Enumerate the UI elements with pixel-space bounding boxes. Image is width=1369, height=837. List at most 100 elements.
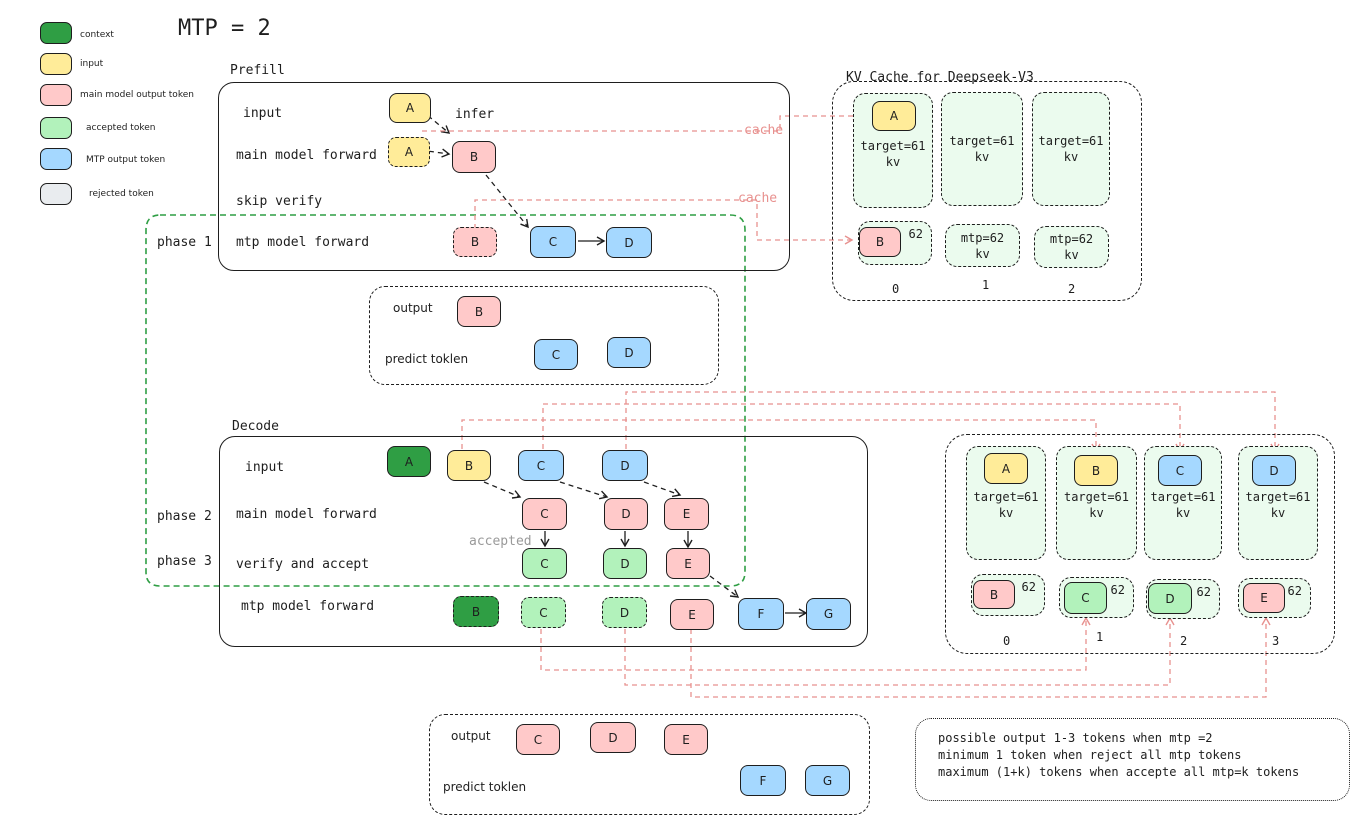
decode-output-token-c: C (516, 724, 560, 755)
legend-swatch-mtp-output (40, 148, 72, 170)
decode-mtp-input-token-c: C (521, 597, 566, 628)
decode-mtp-input-token-e: E (670, 599, 714, 630)
decode-verify-token-d: D (603, 548, 647, 579)
prefill-row-input: input (243, 106, 283, 121)
decode-predict-token-g: G (805, 765, 850, 796)
prefill-input-token-a: A (389, 93, 431, 123)
kv2-top-token-d: D (1252, 455, 1296, 486)
accepted-label: accepted (469, 534, 532, 549)
decode-row-input: input (245, 460, 285, 475)
decode-output-label: output (451, 729, 491, 743)
cache-arrow-mtp (474, 199, 854, 245)
phase-3-label: phase 3 (157, 554, 212, 569)
arrow-b-to-c (485, 174, 529, 229)
prefill-row-skip-verify: skip verify (236, 194, 323, 209)
phase-1-label: phase 1 (157, 235, 212, 250)
note-line-1: possible output 1-3 tokens when mtp =2 (938, 731, 1213, 745)
decode-mtp-token-f: F (738, 598, 784, 630)
prefill-mtp-input-token-b: B (453, 227, 497, 257)
decode-input-token-b: B (447, 450, 491, 481)
diagram-title: MTP = 2 (178, 16, 271, 41)
prefill-predict-token-d: D (607, 337, 651, 368)
cache-arrow-b (461, 419, 1101, 453)
decode-verify-token-e: E (666, 548, 710, 579)
decode-arrow-d-e (643, 481, 682, 498)
prefill-panel (218, 82, 790, 271)
prefill-output-label: output (393, 301, 433, 315)
decode-row-mtp-forward: mtp model forward (241, 599, 375, 614)
kv2-index-3: 3 (1272, 634, 1280, 648)
decode-row-main-forward: main model forward (236, 507, 377, 522)
prefill-main-input-token-a: A (388, 137, 430, 167)
decode-output-token-d: D (590, 722, 636, 753)
kv2-index-1: 1 (1096, 630, 1104, 644)
decode-output-token-e: E (664, 724, 708, 755)
kv2-index-2: 2 (1180, 634, 1188, 648)
legend-swatch-accepted (40, 117, 72, 139)
infer-arrow (420, 109, 451, 134)
note-line-2: minimum 1 token when reject all mtp toke… (938, 748, 1242, 762)
kv2-bottom-token-b: B (973, 580, 1015, 609)
prefill-predict-label: predict toklen (385, 352, 469, 366)
kv2-bottom-token-d: D (1148, 583, 1192, 614)
kv2-index-0: 0 (1003, 634, 1011, 648)
arrow-e-to-f (709, 575, 740, 598)
decode-main-token-e: E (664, 498, 709, 530)
kv2-bottom-token-e: E (1243, 583, 1285, 613)
legend-label-input: input (80, 59, 104, 69)
decode-output-panel (429, 714, 870, 815)
decode-input-token-d: D (602, 450, 648, 481)
decode-row-verify: verify and accept (236, 557, 370, 572)
kv-cache-panel-prefill (832, 81, 1142, 301)
prefill-row-main-forward: main model forward (236, 148, 377, 163)
cache-arrow-d (625, 391, 1280, 453)
cache-label-mtp: cache (738, 191, 778, 206)
cache-arrow-c (542, 403, 1185, 453)
kv2-top-token-c: C (1158, 455, 1202, 486)
decode-predict-token-f: F (740, 765, 786, 796)
cache-label-main: cache (744, 123, 784, 138)
note-line-3: maximum (1+k) tokens when accepte all mt… (938, 765, 1300, 779)
kv2-top-token-a: A (984, 453, 1028, 484)
kv1-index-0: 0 (892, 282, 900, 296)
prefill-main-output-token-b: B (452, 141, 496, 173)
prefill-row-mtp-forward: mtp model forward (236, 235, 370, 250)
decode-mtp-token-g: G (806, 598, 851, 630)
prefill-output-token-b: B (457, 296, 501, 327)
kv1-token-a: A (872, 101, 916, 131)
legend-label-accepted: accepted token (86, 123, 156, 133)
decode-verify-token-c: C (522, 548, 567, 579)
phase-region-outline (145, 214, 746, 587)
prefill-predict-token-c: C (534, 339, 578, 370)
prefill-mtp-token-c: C (530, 226, 576, 258)
notes-panel (915, 718, 1350, 801)
legend-swatch-input (40, 53, 72, 75)
legend-swatch-rejected (40, 183, 72, 205)
decode-input-token-a: A (387, 446, 431, 477)
decode-main-token-d: D (604, 498, 648, 530)
decode-title: Decode (232, 419, 279, 434)
decode-arrow-b-c (483, 481, 522, 499)
kv1-index-1: 1 (982, 278, 990, 292)
decode-main-token-c: C (522, 498, 567, 530)
kv-cache-panel-decode (945, 434, 1335, 654)
cache-arrow-mtp-d (624, 616, 1175, 686)
decode-predict-label: predict toklen (443, 780, 527, 794)
decode-mtp-input-token-b: B (453, 596, 499, 627)
prefill-output-panel (369, 286, 719, 385)
decode-panel (219, 436, 868, 647)
kv1-index-2: 2 (1068, 282, 1076, 296)
infer-label: infer (455, 107, 495, 122)
legend-swatch-main-output (40, 84, 72, 106)
legend-label-context: context (80, 30, 114, 40)
phase-2-label: phase 2 (157, 509, 212, 524)
legend-swatch-context (40, 22, 72, 44)
prefill-title: Prefill (230, 63, 285, 78)
kv2-bottom-token-c: C (1064, 582, 1107, 614)
legend-label-rejected: rejected token (89, 189, 154, 199)
